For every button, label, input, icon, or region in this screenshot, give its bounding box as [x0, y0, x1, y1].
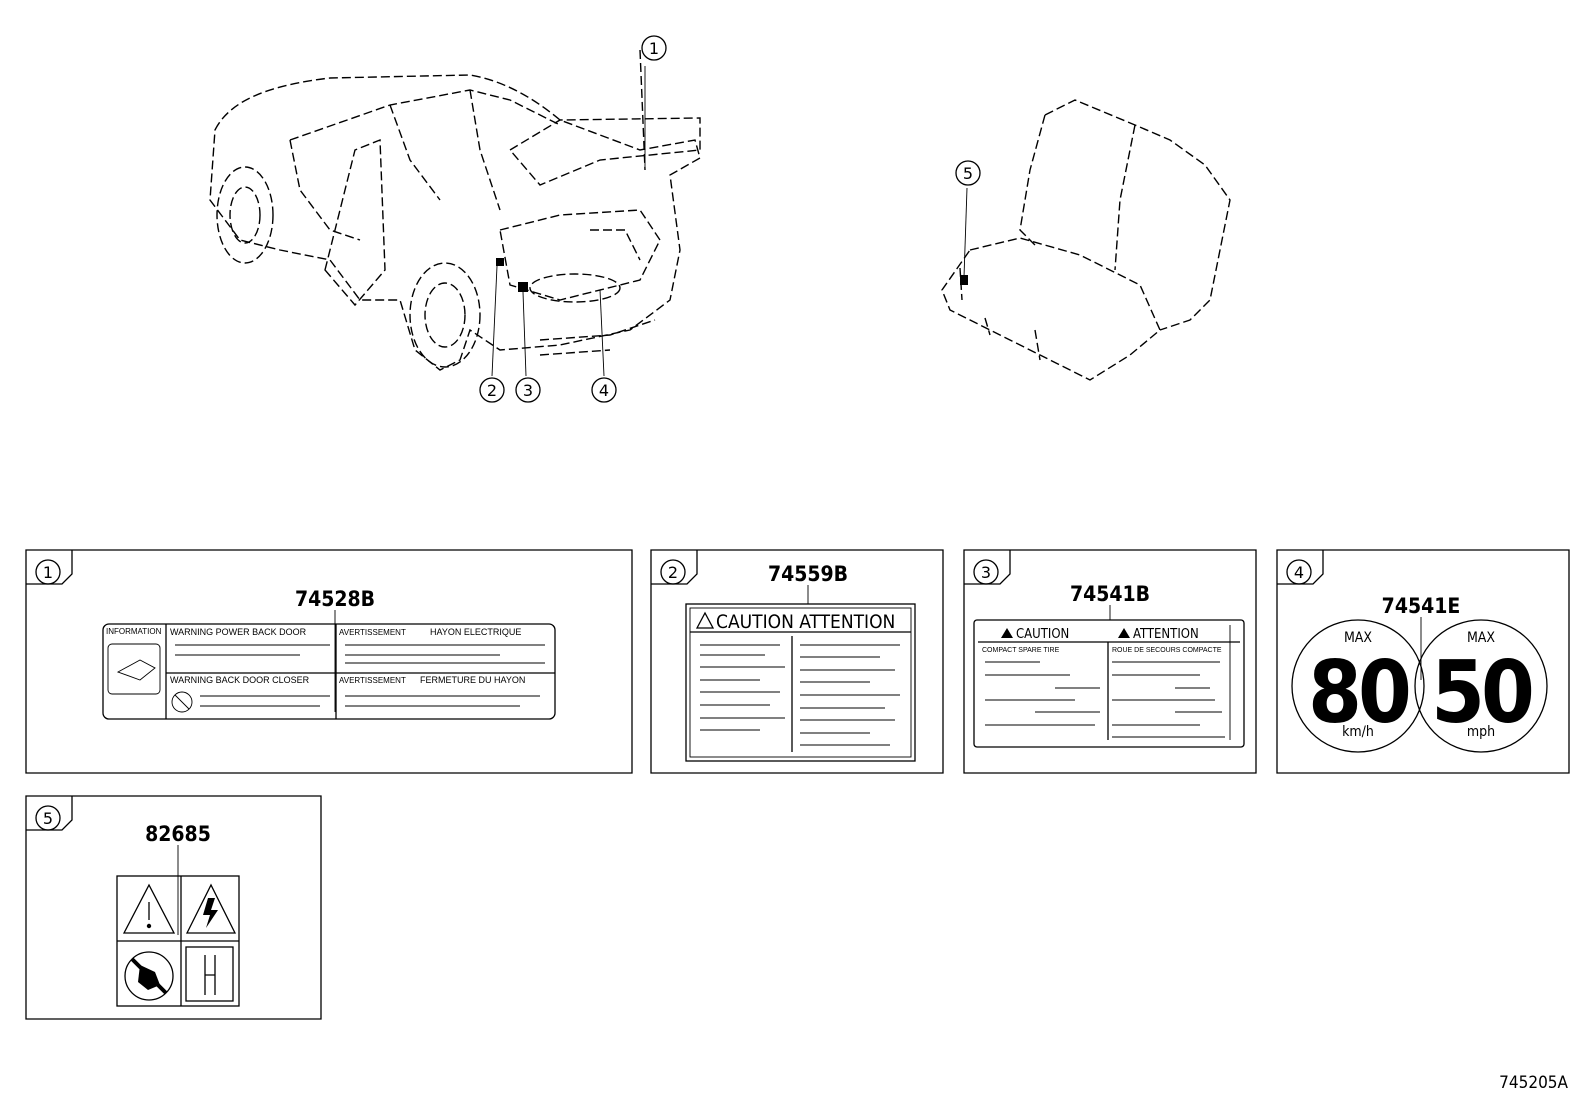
- seat-illustration: [941, 99, 1231, 381]
- svg-text:1: 1: [649, 39, 659, 58]
- prohibited-touch-icon: [124, 951, 174, 1001]
- svg-text:HAYON ELECTRIQUE: HAYON ELECTRIQUE: [430, 627, 521, 637]
- manual-icon: [185, 946, 234, 1002]
- svg-text:4: 4: [1294, 563, 1304, 582]
- part-number-74541E: 74541E: [1382, 594, 1461, 618]
- part-number-74559B: 74559B: [768, 562, 848, 586]
- svg-text:80: 80: [1308, 643, 1409, 743]
- svg-text:5: 5: [963, 164, 973, 183]
- panel-2: 2 74559B CAUTION ATTENTION: [650, 549, 944, 774]
- svg-text:CAUTION ATTENTION: CAUTION ATTENTION: [716, 611, 895, 633]
- part-number-82685: 82685: [145, 822, 211, 846]
- svg-text:2: 2: [487, 381, 497, 400]
- svg-text:WARNING POWER BACK DOOR: WARNING POWER BACK DOOR: [170, 627, 307, 637]
- svg-text:COMPACT SPARE TIRE: COMPACT SPARE TIRE: [982, 647, 1060, 654]
- svg-text:AVERTISSEMENT: AVERTISSEMENT: [339, 628, 406, 637]
- svg-text:MAX: MAX: [1467, 630, 1495, 646]
- svg-text:WARNING BACK DOOR CLOSER: WARNING BACK DOOR CLOSER: [170, 675, 310, 685]
- svg-text:ATTENTION: ATTENTION: [1133, 627, 1199, 642]
- part-number-74541B: 74541B: [1070, 582, 1150, 606]
- callout-5: 5: [955, 160, 981, 186]
- part-number-74528B: 74528B: [295, 587, 375, 611]
- svg-text:INFORMATION: INFORMATION: [106, 627, 162, 636]
- svg-text:CAUTION: CAUTION: [1016, 627, 1069, 642]
- svg-text:ROUE DE SECOURS COMPACTE: ROUE DE SECOURS COMPACTE: [1112, 647, 1222, 654]
- callout-3: 3: [515, 377, 541, 403]
- diagram-id: 745205A: [1499, 1073, 1568, 1093]
- svg-text:FERMETURE DU HAYON: FERMETURE DU HAYON: [420, 675, 525, 685]
- svg-text:1: 1: [43, 563, 53, 582]
- panel-1: 1 74528B INFORMATION WARNING POWER BACK …: [25, 549, 633, 774]
- svg-text:50: 50: [1431, 643, 1532, 743]
- panel-4: 4 74541E MAX 80 km/h MAX 50 mph: [1276, 549, 1570, 774]
- callout-1: 1: [641, 35, 667, 61]
- speed-circle-right: [1414, 619, 1548, 753]
- svg-text:2: 2: [668, 563, 678, 582]
- panel-5: 5 82685: [25, 795, 322, 1020]
- svg-text:3: 3: [523, 381, 533, 400]
- svg-text:4: 4: [599, 381, 609, 400]
- svg-text:5: 5: [43, 809, 53, 828]
- callout-2: 2: [479, 377, 505, 403]
- warning-triangle-icon: [122, 883, 176, 934]
- high-voltage-icon: [185, 883, 237, 934]
- svg-text:mph: mph: [1467, 724, 1495, 740]
- speed-circle-left: [1291, 619, 1425, 753]
- svg-text:AVERTISSEMENT: AVERTISSEMENT: [339, 676, 406, 685]
- callout-4: 4: [591, 377, 617, 403]
- panel-3: 3 74541B CAUTION ATTENTION COMPACT SPARE…: [963, 549, 1257, 774]
- svg-text:MAX: MAX: [1344, 630, 1372, 646]
- vehicle-illustration: [209, 49, 701, 377]
- svg-text:km/h: km/h: [1342, 724, 1374, 740]
- svg-text:3: 3: [981, 563, 991, 582]
